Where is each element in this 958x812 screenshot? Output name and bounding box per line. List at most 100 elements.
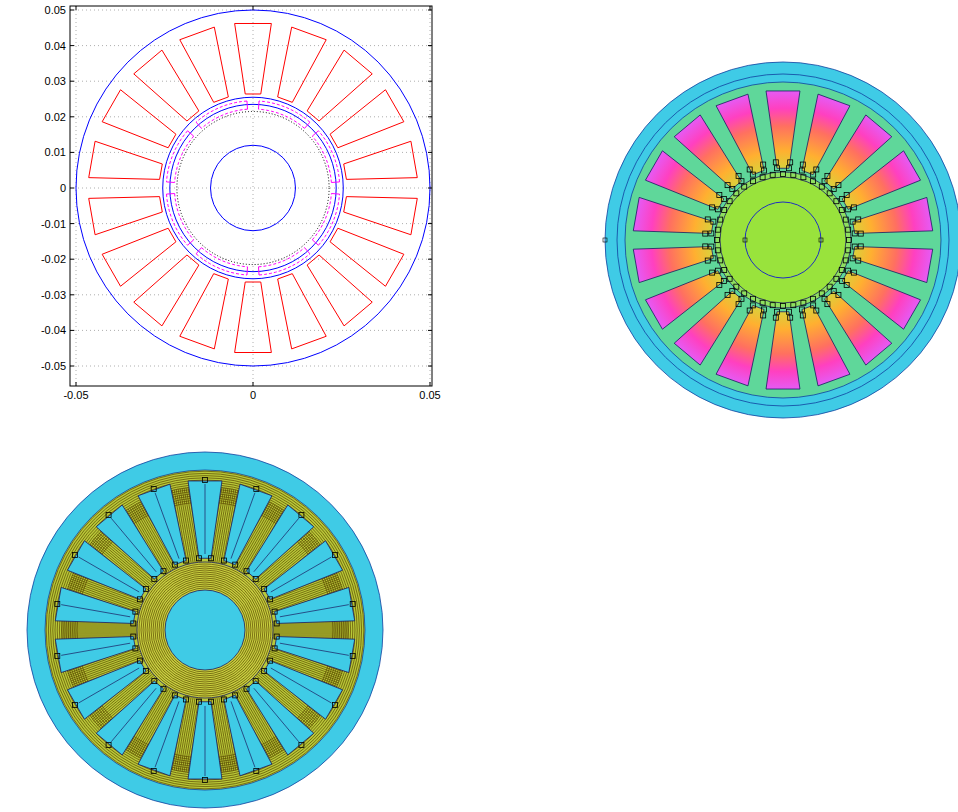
flux-line — [141, 566, 269, 694]
mesh-marker — [781, 304, 786, 309]
stator-slot — [344, 197, 418, 235]
mesh-marker — [800, 162, 805, 167]
stator-slot — [180, 274, 229, 349]
stator-slot — [55, 587, 135, 623]
mesh-marker — [221, 558, 226, 563]
mesh-marker — [751, 179, 756, 184]
coil-divider — [205, 484, 206, 554]
mesh-marker — [791, 172, 796, 177]
mesh-marker — [55, 654, 60, 659]
mesh-marker — [106, 742, 111, 747]
tick-mark — [428, 152, 432, 153]
magnet-outline — [196, 248, 201, 254]
coil-divider — [231, 493, 255, 559]
flux-line — [145, 570, 265, 690]
grid-line — [70, 81, 432, 82]
coil-divider — [155, 701, 179, 767]
mesh-marker — [143, 669, 148, 674]
mesh-marker — [703, 244, 708, 249]
magnet-outline — [312, 131, 318, 136]
mesh-marker — [852, 244, 857, 249]
mesh-marker — [762, 168, 767, 173]
tick-mark — [70, 223, 74, 224]
axis-tick-label: 0.03 — [45, 75, 66, 87]
flux-line — [139, 564, 271, 696]
magnet-outline — [196, 122, 201, 128]
coil-divider — [271, 557, 332, 592]
mesh-marker — [161, 686, 166, 691]
mesh-marker — [717, 192, 722, 197]
coil-divider — [254, 688, 299, 742]
flux-density-plot — [603, 62, 958, 418]
magnet-outline — [318, 194, 339, 245]
magnet-outline — [166, 194, 187, 245]
tick-mark — [428, 116, 432, 117]
coil-divider — [79, 668, 140, 703]
axis-tick-label: 0.04 — [45, 40, 66, 52]
mesh-marker — [734, 284, 739, 289]
flux-line — [163, 588, 247, 672]
tick-mark — [70, 10, 74, 11]
mesh-marker — [184, 558, 189, 563]
grid-line — [70, 330, 432, 331]
mesh-marker — [710, 205, 715, 210]
rotor — [720, 177, 846, 303]
mesh-marker — [705, 258, 710, 263]
mesh-marker — [268, 658, 273, 663]
magnet-outline — [258, 267, 260, 275]
mesh-marker — [750, 172, 755, 177]
mesh-marker — [858, 244, 863, 249]
stator-slot — [89, 141, 163, 179]
stator-slot — [134, 50, 199, 121]
stator-slot — [188, 481, 222, 558]
mesh-marker — [350, 601, 355, 606]
coil-divider — [61, 605, 130, 617]
mesh-marker — [274, 634, 279, 639]
boundary-circle — [617, 74, 949, 406]
mesh-marker — [725, 292, 730, 297]
mesh-marker — [770, 172, 775, 177]
mesh-marker — [856, 217, 861, 222]
mesh-marker — [810, 296, 815, 301]
mesh-marker — [133, 609, 138, 614]
shaft — [165, 590, 245, 670]
stator-slot — [235, 282, 272, 352]
flux-line — [61, 624, 139, 625]
axis-tick-label: 0 — [250, 389, 256, 401]
tick-mark — [428, 45, 432, 46]
mesh-marker — [137, 658, 142, 663]
mesh-marker — [761, 313, 766, 318]
mesh-marker — [131, 621, 136, 626]
axis-tick-label: 0.05 — [419, 389, 440, 401]
coil-divider — [254, 518, 299, 572]
mesh-marker — [151, 487, 156, 492]
magnet-outline — [201, 109, 247, 128]
coil-divider — [79, 557, 140, 592]
flux-line — [149, 574, 261, 686]
tick-mark — [430, 382, 431, 386]
flux-line — [271, 632, 349, 633]
mesh-marker — [822, 179, 827, 184]
flux-line — [155, 580, 255, 680]
magnet-outline — [196, 101, 247, 122]
mesh-marker — [819, 184, 824, 189]
mesh-marker — [827, 284, 832, 289]
mesh-marker — [773, 160, 778, 165]
mesh-marker — [843, 258, 848, 263]
mesh-marker — [846, 227, 851, 232]
coil-divider — [271, 668, 332, 703]
flux-line — [46, 471, 364, 789]
mesh-marker — [762, 307, 767, 312]
stator-slot — [188, 702, 222, 779]
tick-mark — [428, 188, 432, 189]
mesh-marker — [846, 248, 851, 253]
mesh-marker — [254, 768, 259, 773]
magnet-outline — [312, 136, 331, 182]
flux-line — [271, 624, 349, 625]
flux-line — [61, 628, 139, 629]
mesh-marker — [788, 315, 793, 320]
mesh-marker — [851, 205, 856, 210]
mesh-marker — [836, 292, 841, 297]
mesh-marker — [718, 258, 723, 263]
